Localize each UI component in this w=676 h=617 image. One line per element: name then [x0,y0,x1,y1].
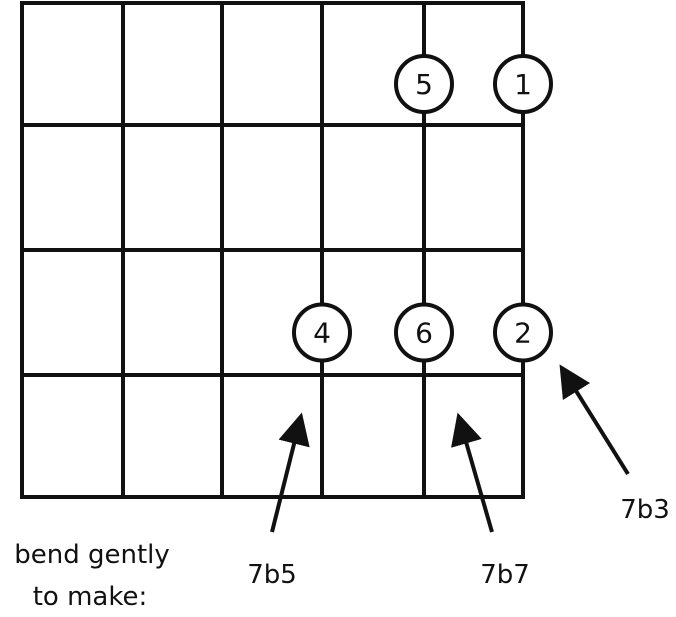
note-label: 2 [514,317,532,350]
caption-line-2: to make: [33,582,148,612]
annotation-labels: 7b5 7b7 7b3 bend gently to make: [14,495,670,612]
bend-arrow-7b5 [270,412,310,533]
caption-line-1: bend gently [14,540,170,570]
note-marker-2: 2 [493,302,553,363]
note-circle [292,302,352,363]
note-circle [493,54,553,114]
bend-arrow-7b3 [559,364,630,476]
bend-label-7b5: 7b5 [247,560,297,590]
note-marker-1: 1 [493,54,553,114]
note-marker-5: 5 [394,54,454,114]
note-circle [493,302,553,363]
bend-label-7b3: 7b3 [620,495,670,525]
note-circle [394,302,454,363]
note-label: 5 [415,68,433,101]
note-markers: 5 1 4 6 2 [292,54,553,363]
note-label: 1 [514,68,532,101]
note-label: 4 [313,317,331,350]
note-label: 6 [415,317,433,350]
note-marker-6: 6 [394,302,454,363]
note-marker-4: 4 [292,302,352,363]
bend-arrow-7b7 [451,412,494,533]
note-circle [394,54,454,114]
bend-label-7b7: 7b7 [480,560,530,590]
bend-arrows [270,364,630,533]
